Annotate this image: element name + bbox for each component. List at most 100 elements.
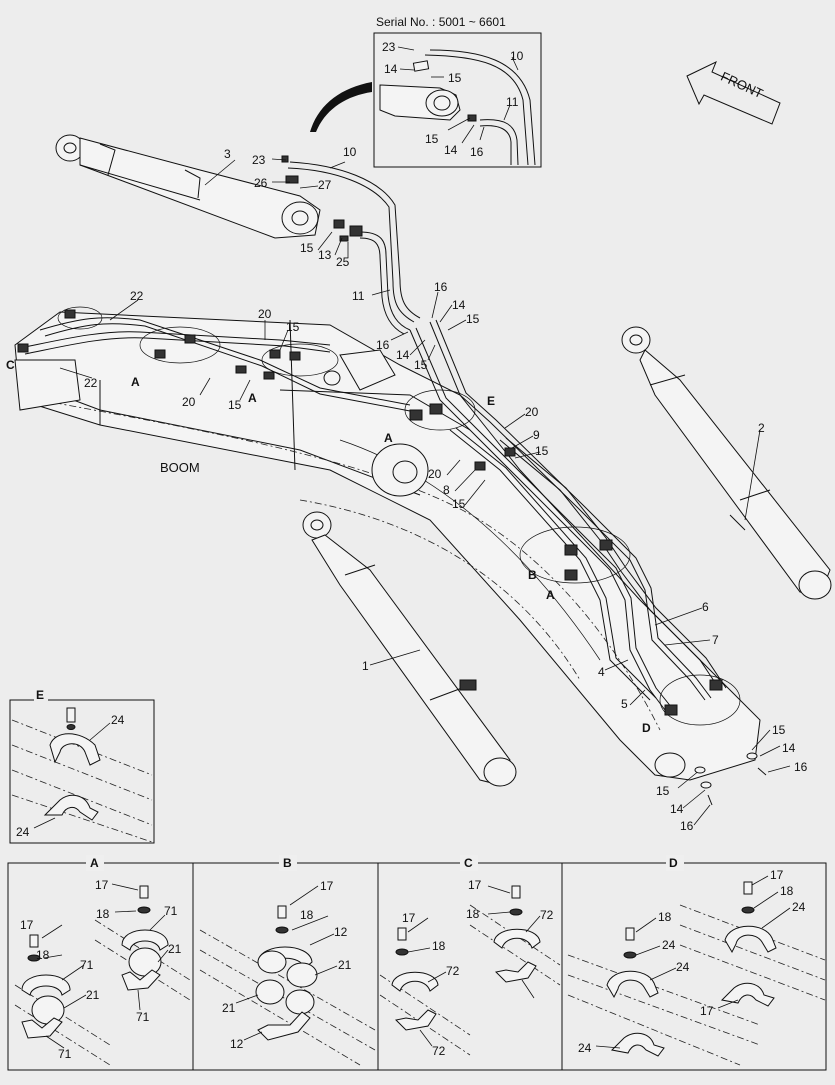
view-marker-a: A (131, 375, 140, 389)
callout-number-6: 6 (702, 600, 709, 614)
callout-number-13: 13 (318, 248, 332, 262)
detail-a-label: 71 (80, 958, 94, 972)
detail-b-label: 21 (222, 1001, 236, 1015)
callout-number-4: 4 (598, 665, 605, 679)
detail-d-label: 17 (700, 1004, 714, 1018)
arm-cylinder (55, 134, 321, 239)
detail-a-label: 21 (168, 942, 182, 956)
callout-number-20: 20 (258, 307, 272, 321)
detail-e-title: E (36, 688, 44, 702)
callout-number-22: 22 (84, 376, 98, 390)
detail-b-label: 18 (300, 908, 314, 922)
detail-d-label: 24 (662, 938, 676, 952)
serial-number-label: Serial No. : 5001 ~ 6601 (376, 15, 506, 29)
callout-number-15: 15 (286, 320, 300, 334)
callout-number-15: 15 (448, 71, 462, 85)
callout-number-16: 16 (794, 760, 808, 774)
view-marker-e: E (487, 394, 495, 408)
detail-b-label: 12 (230, 1037, 244, 1051)
detail-a-label: 17 (95, 878, 109, 892)
callout-number-26: 26 (254, 176, 268, 190)
callout-number-23: 23 (252, 153, 266, 167)
callout-number-14: 14 (384, 62, 398, 76)
detail-c-label: 72 (446, 964, 460, 978)
callout-number-15: 15 (452, 497, 466, 511)
callout-number-9: 9 (533, 428, 540, 442)
callout-number-23: 23 (382, 40, 396, 54)
callout-number-10: 10 (510, 49, 524, 63)
callout-number-27: 27 (318, 178, 332, 192)
callout-number-11: 11 (506, 95, 519, 109)
detail-c-label: 18 (466, 907, 480, 921)
detail-b-drawing (199, 885, 376, 1066)
detail-a-label: 71 (136, 1010, 150, 1024)
callout-number-14: 14 (782, 741, 796, 755)
view-marker-b: B (528, 568, 537, 582)
detail-a-drawing (14, 883, 191, 1066)
pipes-10-11 (281, 155, 421, 335)
inset-pointer-arrow (310, 82, 372, 132)
boom-cylinder-right (621, 326, 832, 600)
callout-number-20: 20 (525, 405, 539, 419)
callout-number-15: 15 (656, 784, 670, 798)
detail-e-label: 24 (111, 713, 125, 727)
callout-number-16: 16 (680, 819, 694, 833)
callout-number-14: 14 (670, 802, 684, 816)
detail-c-label: 72 (432, 1044, 446, 1058)
boom-body: BOOM (14, 311, 761, 781)
detail-c-title: C (464, 856, 473, 870)
view-marker-a: A (384, 431, 393, 445)
detail-b-label: 12 (334, 925, 348, 939)
callout-number-14: 14 (452, 298, 466, 312)
detail-a-label: 21 (86, 988, 100, 1002)
view-marker-a: A (546, 588, 555, 602)
detail-c-label: 18 (432, 939, 446, 953)
callout-number-20: 20 (428, 467, 442, 481)
detail-d-label: 24 (578, 1041, 592, 1055)
detail-e-box: E 24 24 (9, 687, 155, 844)
callout-number-16: 16 (376, 338, 390, 352)
detail-c-label: 17 (402, 911, 416, 925)
serial-inset: Serial No. : 5001 ~ 6601 (373, 15, 542, 168)
callout-number-15: 15 (425, 132, 439, 146)
callout-leaders (59, 158, 791, 826)
callout-number-10: 10 (343, 145, 357, 159)
view-marker-d: D (642, 721, 651, 735)
detail-b-title: B (283, 856, 292, 870)
detail-panels: A B C D (7, 855, 827, 1071)
front-label: FRONT (718, 69, 765, 102)
callout-number-2: 2 (758, 421, 765, 435)
callout-number-14: 14 (396, 348, 410, 362)
detail-d-label: 18 (780, 884, 794, 898)
callout-number-11: 11 (352, 289, 365, 303)
detail-c-label: 17 (468, 878, 482, 892)
callout-number-15: 15 (414, 358, 428, 372)
detail-b-label: 17 (320, 879, 334, 893)
detail-c-drawing (379, 885, 561, 1056)
callout-number-3: 3 (224, 147, 231, 161)
detail-d-label: 17 (770, 868, 784, 882)
detail-a-label: 18 (96, 907, 110, 921)
pipes-22 (17, 306, 411, 412)
detail-a-label: 17 (20, 918, 34, 932)
detail-d-title: D (669, 856, 678, 870)
callout-number-15: 15 (466, 312, 480, 326)
front-direction-arrow: FRONT (686, 60, 781, 125)
callout-number-16: 16 (434, 280, 448, 294)
detail-d-label: 24 (676, 960, 690, 974)
callout-number-15: 15 (228, 398, 242, 412)
detail-c-label: 72 (540, 908, 554, 922)
view-marker-a: A (248, 391, 257, 405)
callout-number-5: 5 (621, 697, 628, 711)
boom-cylinder-left (302, 511, 517, 787)
callout-number-25: 25 (336, 255, 350, 269)
view-marker-c: C (6, 358, 15, 372)
detail-e-label: 24 (16, 825, 30, 839)
callout-number-1: 1 (362, 659, 369, 673)
detail-a-label: 18 (36, 948, 50, 962)
callout-number-14: 14 (444, 143, 458, 157)
